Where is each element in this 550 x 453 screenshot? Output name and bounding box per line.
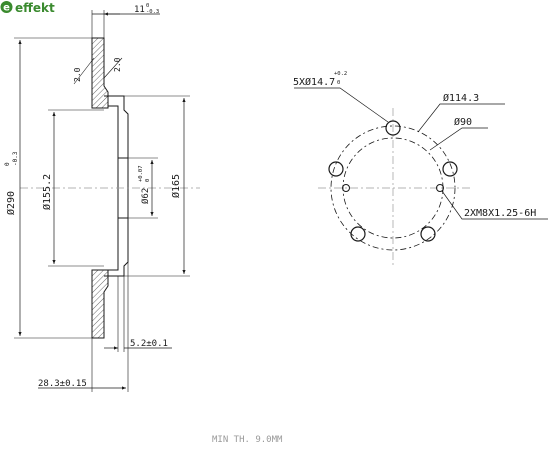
- friction-ring-lower: [91, 269, 109, 339]
- chamfer-right-label: 2.0: [113, 57, 122, 72]
- thickness-tol-top: 0: [146, 3, 149, 9]
- side-section-view: [14, 10, 200, 392]
- hat-offset-label: 5.2±0.1: [130, 339, 168, 349]
- min-thickness-note: MIN TH. 9.0MM: [212, 435, 283, 445]
- thread-hole-right: [436, 184, 444, 192]
- logo-badge-icon: [0, 1, 13, 13]
- bolt-hole-2: [442, 161, 458, 177]
- bolt-hole-5: [328, 161, 344, 177]
- bolt-holes-tol-top: +0.2: [334, 71, 347, 77]
- threads-label: 2XM8X1.25-6H: [464, 208, 536, 219]
- thickness-label: 11: [134, 5, 145, 15]
- pcd-circle: [330, 125, 456, 251]
- center-bore-tol-top: +0.07: [138, 165, 144, 182]
- outer-diameter-tol-top: 0: [4, 162, 11, 166]
- center-bore-tol-bottom: 0: [145, 179, 151, 182]
- pilot-label: Ø90: [454, 116, 472, 128]
- brand-logo: e effekt: [0, 1, 55, 15]
- mount-diameter-label: Ø165: [170, 174, 182, 198]
- thickness-tol-bottom: -0.3: [146, 9, 159, 15]
- leader-bolt-holes: [294, 87, 389, 123]
- total-height-label: 28.3±0.15: [38, 379, 87, 389]
- chamfer-leader-left: [73, 57, 95, 85]
- hat-body: [104, 95, 129, 277]
- outer-diameter-label: Ø290: [5, 191, 17, 215]
- logo-text: effekt: [15, 1, 55, 15]
- friction-ring-upper: [91, 37, 109, 109]
- leader-threads: [441, 190, 548, 220]
- bolt-hole-3: [420, 226, 436, 242]
- chamfer-leader-right: [103, 57, 123, 79]
- front-hole-pattern-view: [294, 87, 548, 266]
- leader-pcd: [417, 103, 505, 133]
- bolt-holes-tol-bottom: 0: [337, 80, 340, 86]
- leader-pilot: [429, 127, 488, 151]
- bolt-hole-1: [385, 120, 401, 136]
- center-bore-label: Ø62: [140, 188, 151, 204]
- chamfer-left-label: 2.0: [73, 67, 82, 82]
- bolt-hole-4: [350, 226, 366, 242]
- outer-diameter-tol-bottom: -0.3: [12, 151, 19, 166]
- hat-diameter-label: Ø155.2: [41, 174, 53, 210]
- logo-symbol: e: [3, 3, 10, 14]
- bolt-holes-label: 5XØ14.7: [293, 76, 335, 88]
- thread-hole-left: [342, 184, 350, 192]
- pcd-label: Ø114.3: [443, 92, 479, 104]
